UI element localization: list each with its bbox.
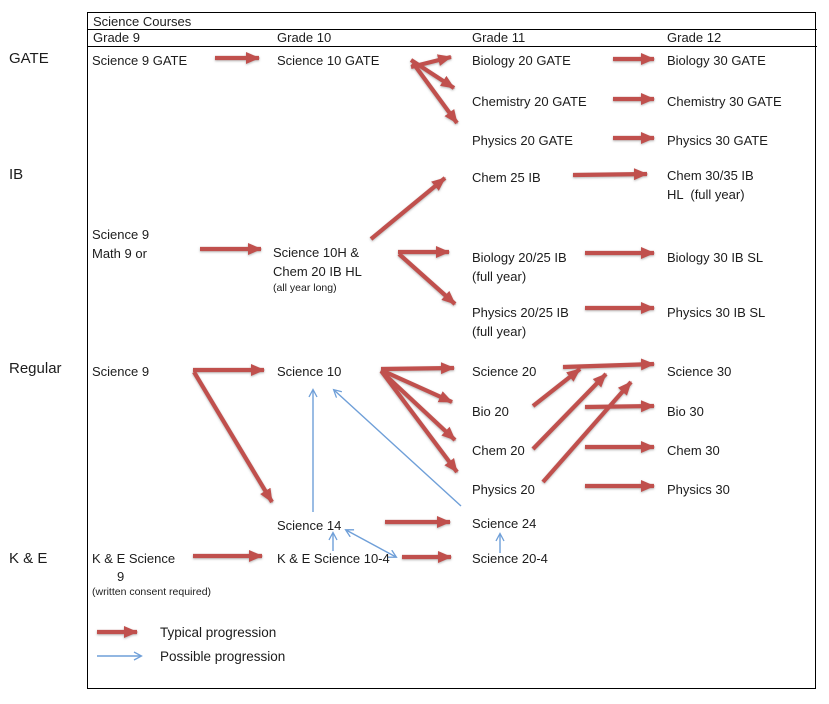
col-header-grade-12: Grade 12 bbox=[667, 30, 722, 45]
course-node-bio-30: Bio 30 bbox=[667, 402, 704, 421]
course-node-text: Chemistry 30 GATE bbox=[667, 94, 782, 109]
title-row-divider bbox=[87, 28, 817, 30]
course-node-text: Physics 20 GATE bbox=[472, 133, 573, 148]
course-node-chemistry-30-gate: Chemistry 30 GATE bbox=[667, 92, 782, 111]
course-node-text: Biology 30 IB SL bbox=[667, 250, 764, 265]
course-node-science-14: Science 14 bbox=[277, 516, 341, 535]
course-node-k-e-science-9: K & E Science bbox=[92, 549, 175, 568]
course-node-science-30: Science 30 bbox=[667, 362, 731, 381]
legend-label-possible: Possible progression bbox=[160, 648, 286, 664]
course-node-physics-20-gate: Physics 20 GATE bbox=[472, 131, 573, 150]
course-node-text: Bio 30 bbox=[667, 404, 704, 419]
col-header-grade-11: Grade 11 bbox=[472, 30, 526, 45]
course-node-science-10: Science 10 bbox=[277, 362, 341, 381]
course-node-text: Science 10H & bbox=[273, 245, 359, 260]
course-node-physics-30: Physics 30 bbox=[667, 480, 730, 499]
course-node-text: Bio 20 bbox=[472, 404, 509, 419]
course-node-physics-20: Physics 20 bbox=[472, 480, 535, 499]
course-node-biology-20-25-ib: Biology 20/25 IB (full year) bbox=[472, 248, 567, 286]
course-node-text: Science 9 bbox=[92, 364, 150, 379]
course-node-k-e-science-9-note: (written consent required) bbox=[92, 586, 211, 599]
course-node-science-9-math-9: Science 9 Math 9 or bbox=[92, 225, 149, 263]
typical-arrow-icon bbox=[97, 626, 138, 638]
course-node-chem-20: Chem 20 bbox=[472, 441, 525, 460]
course-node-text: Math 9 or bbox=[92, 246, 147, 261]
course-node-science-24: Science 24 bbox=[472, 514, 536, 533]
course-node-text: Chem 20 bbox=[472, 443, 525, 458]
course-node-chem-25-ib: Chem 25 IB bbox=[472, 168, 541, 187]
course-node-text: Chem 25 IB bbox=[472, 170, 541, 185]
course-node-biology-30-gate: Biology 30 GATE bbox=[667, 51, 766, 70]
course-node-science-10h-chem-20-ib: Science 10H & Chem 20 IB HL (all year long… bbox=[273, 243, 362, 295]
col-header-grade-9: Grade 9 bbox=[93, 30, 140, 45]
course-node-science-10-gate: Science 10 GATE bbox=[277, 51, 379, 70]
course-node-text: Science 24 bbox=[472, 516, 537, 531]
legend-item-typical: Typical progression bbox=[95, 623, 276, 641]
course-node-text: HL (full year) bbox=[667, 187, 745, 202]
course-node-text: K & E Science bbox=[92, 551, 176, 566]
course-node-text: Physics 30 GATE bbox=[667, 133, 768, 148]
course-node-text: (full year) bbox=[472, 324, 527, 339]
course-node-chemistry-20-gate: Chemistry 20 GATE bbox=[472, 92, 587, 111]
course-node-text: Biology 20/25 IB bbox=[472, 250, 567, 265]
course-node-text: Physics 30 IB SL bbox=[667, 305, 766, 320]
course-node-biology-20-gate: Biology 20 GATE bbox=[472, 51, 571, 70]
course-node-physics-30-ib-sl: Physics 30 IB SL bbox=[667, 303, 765, 322]
course-node-text: 9 bbox=[117, 569, 125, 584]
possible-arrow-icon bbox=[97, 647, 155, 665]
course-node-text: Science 10 bbox=[277, 364, 342, 379]
course-node-text: K & E Science 10-4 bbox=[277, 551, 390, 566]
course-node-k-e-science-10-4: K & E Science 10-4 bbox=[277, 549, 390, 568]
course-node-physics-30-gate: Physics 30 GATE bbox=[667, 131, 768, 150]
course-node-science-20-4: Science 20-4 bbox=[472, 549, 548, 568]
course-node-text: Biology 20 GATE bbox=[472, 53, 571, 68]
course-node-physics-20-25-ib: Physics 20/25 IB (full year) bbox=[472, 303, 569, 341]
course-node-text: (full year) bbox=[472, 269, 527, 284]
course-node-text: Biology 30 GATE bbox=[667, 53, 766, 68]
header-row-divider bbox=[87, 45, 817, 47]
course-node-science-9: Science 9 bbox=[92, 362, 149, 381]
course-node-text: Chem 30 bbox=[667, 443, 720, 458]
course-node-text: (written consent required) bbox=[92, 586, 212, 598]
course-node-text: Science 9 GATE bbox=[92, 53, 188, 68]
course-node-text: Physics 20/25 IB bbox=[472, 305, 569, 320]
section-label-regular: Regular bbox=[9, 360, 62, 377]
course-node-note: (all year long) bbox=[273, 282, 337, 294]
course-node-biology-30-ib-sl: Biology 30 IB SL bbox=[667, 248, 763, 267]
course-node-science-20: Science 20 bbox=[472, 362, 536, 381]
course-node-text: Science 9 bbox=[92, 227, 150, 242]
table-frame bbox=[87, 12, 816, 689]
legend-item-possible: Possible progression bbox=[95, 647, 285, 665]
table-title: Science Courses bbox=[93, 14, 192, 29]
col-header-grade-10: Grade 10 bbox=[277, 30, 332, 45]
section-label-ib: IB bbox=[9, 166, 24, 183]
course-node-text: Science 20 bbox=[472, 364, 537, 379]
course-node-text: Chemistry 20 GATE bbox=[472, 94, 587, 109]
course-node-bio-20: Bio 20 bbox=[472, 402, 509, 421]
section-label-gate: GATE bbox=[9, 50, 49, 67]
course-node-text: Chem 30/35 IB bbox=[667, 168, 754, 183]
course-node-text: Physics 30 bbox=[667, 482, 730, 497]
course-node-k-e-science-9-num: 9 bbox=[117, 567, 124, 586]
course-node-text: Science 10 GATE bbox=[277, 53, 380, 68]
course-node-text: Science 30 bbox=[667, 364, 732, 379]
course-node-text: Chem 20 IB HL bbox=[273, 264, 362, 279]
course-node-chem-30: Chem 30 bbox=[667, 441, 720, 460]
legend-label-typical: Typical progression bbox=[160, 624, 277, 640]
course-node-text: Science 14 bbox=[277, 518, 342, 533]
course-node-text: Physics 20 bbox=[472, 482, 535, 497]
course-node-text: Science 20-4 bbox=[472, 551, 548, 566]
section-label-k-and-e: K & E bbox=[9, 550, 48, 567]
course-node-science-9-gate: Science 9 GATE bbox=[92, 51, 187, 70]
course-node-chem-30-35-ib: Chem 30/35 IB HL (full year) bbox=[667, 166, 754, 204]
